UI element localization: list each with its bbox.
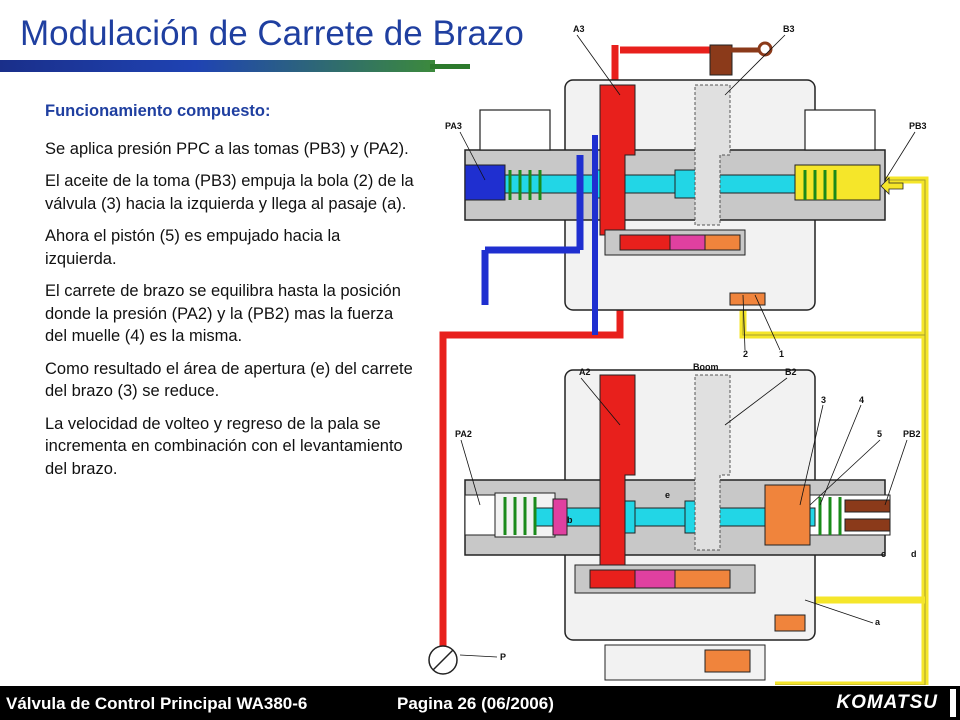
- paragraph-5: Como resultado el área de apertura (e) d…: [45, 359, 413, 401]
- label-pb2: PB2: [903, 429, 921, 439]
- label-3: 3: [821, 395, 826, 405]
- text-panel: Funcionamiento compuesto: Se aplica pres…: [45, 100, 415, 490]
- slide-title: Modulación de Carrete de Brazo: [20, 14, 524, 53]
- title-underline: [0, 60, 435, 72]
- valve-diagram: A3 B3 PA3 PB3 A2 B2 Boom PA2 PB2 1 2 3 4…: [428, 24, 929, 685]
- label-boom: Boom: [693, 362, 719, 372]
- label-b3: B3: [783, 24, 795, 34]
- label-b: b: [567, 515, 573, 525]
- label-e: e: [665, 490, 670, 500]
- label-c: c: [881, 549, 886, 559]
- paragraph-2: El aceite de la toma (PB3) empuja la bol…: [45, 172, 414, 213]
- label-2: 2: [743, 349, 748, 359]
- footer-accent-bar: [950, 689, 956, 717]
- paragraph-1: Se aplica presión PPC a las tomas (PB3) …: [45, 139, 409, 158]
- footer-page-number: Pagina 26 (06/2006): [397, 694, 554, 713]
- label-5: 5: [877, 429, 882, 439]
- label-pa2: PA2: [455, 429, 472, 439]
- yellow-pilot-line: [739, 176, 929, 685]
- red-pressure-line: [439, 45, 715, 655]
- label-1: 1: [779, 349, 784, 359]
- label-a3: A3: [573, 24, 585, 34]
- paragraph-6: La velocidad de volteo y regreso de la p…: [45, 414, 403, 478]
- lower-valve-section: [464, 369, 891, 681]
- label-4: 4: [859, 395, 864, 405]
- section-heading: Funcionamiento compuesto:: [45, 102, 271, 120]
- label-pa3: PA3: [445, 121, 462, 131]
- label-d: d: [911, 549, 917, 559]
- label-pb3: PB3: [909, 121, 927, 131]
- label-a2: A2: [579, 367, 591, 377]
- komatsu-logo: KOMATSU: [836, 692, 938, 713]
- upper-valve-section: [464, 79, 904, 335]
- paragraph-4: El carrete de brazo se equilibra hasta l…: [45, 282, 401, 345]
- paragraph-3: Ahora el pistón (5) es empujado hacia la…: [45, 227, 341, 268]
- label-p: P: [500, 652, 506, 662]
- title-underline-accent: [430, 64, 470, 69]
- footer-document-title: Válvula de Control Principal WA380-6: [6, 694, 308, 713]
- footer-bar: Válvula de Control Principal WA380-6 Pag…: [0, 686, 960, 720]
- label-a: a: [875, 617, 881, 627]
- label-b2: B2: [785, 367, 797, 377]
